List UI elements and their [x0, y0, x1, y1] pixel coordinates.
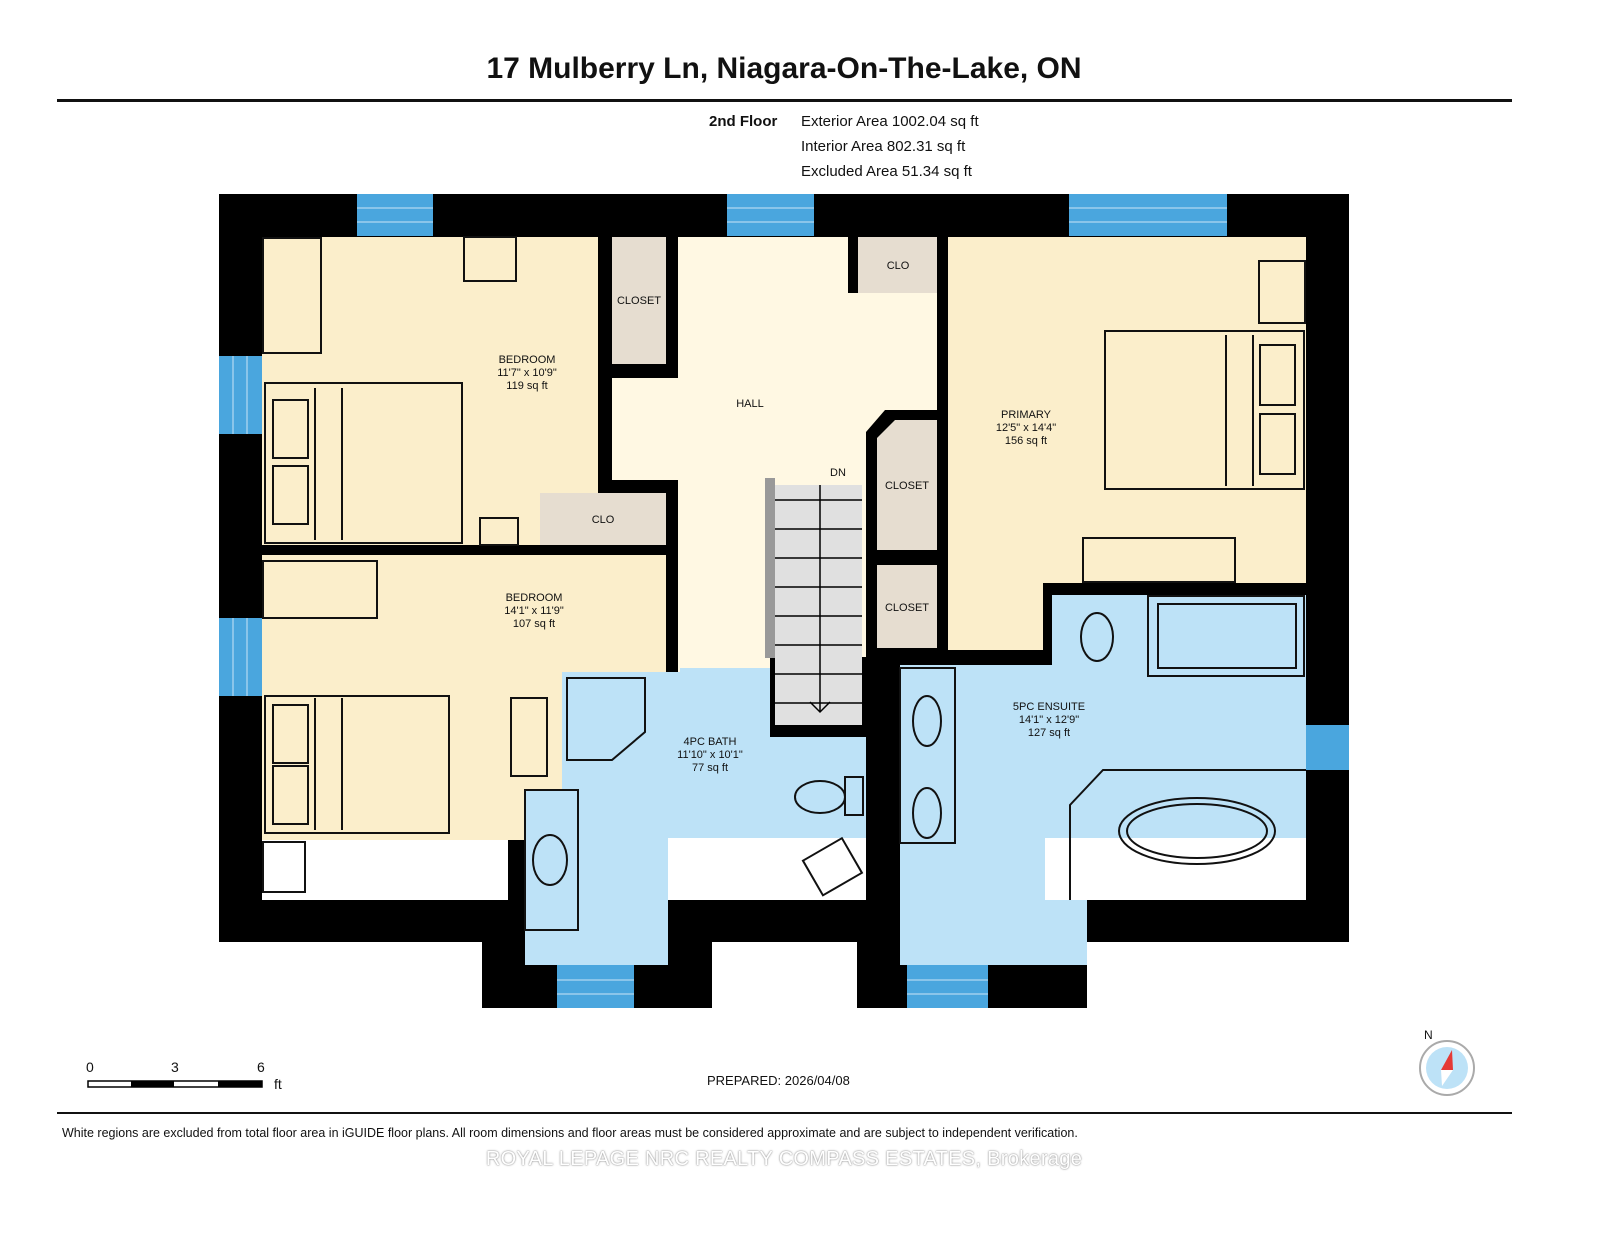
compass-icon [1419, 1040, 1475, 1096]
closet-right-2-label: CLOSET [885, 602, 929, 614]
clo-mid-label: CLO [592, 514, 615, 526]
bedroom-2-area: 107 sq ft [513, 618, 555, 630]
bedroom-2-excluded [262, 840, 508, 900]
prepared-date: PREPARED: 2026/04/08 [707, 1073, 850, 1088]
bedroom-2-dims: 14'1" x 11'9" [504, 605, 564, 617]
closet-right-2 [877, 565, 937, 648]
4pc-bath-name: 4PC BATH [684, 736, 737, 748]
furniture [262, 236, 1306, 931]
interior-area: Interior Area 802.31 sq ft [801, 138, 966, 155]
bedroom-1-area: 119 sq ft [506, 380, 547, 392]
compass-north-label: N [1424, 1028, 1433, 1042]
stairs [775, 485, 862, 725]
title-divider [57, 99, 1512, 102]
primary-name: PRIMARY [1001, 409, 1052, 421]
ensuite-name: 5PC ENSUITE [1013, 701, 1085, 713]
ensuite-dims: 14'1" x 12'9" [1019, 714, 1079, 726]
scale-tick-3: 3 [171, 1059, 179, 1075]
brokerage-watermark: ROYAL LEPAGE NRC REALTY COMPASS ESTATES,… [485, 1148, 1083, 1170]
clo-top-label: CLO [887, 260, 910, 272]
disclaimer: White regions are excluded from total fl… [62, 1126, 1078, 1140]
bedroom-1-name: BEDROOM [499, 354, 556, 366]
stair-treads [775, 485, 862, 714]
closet-1 [612, 237, 666, 364]
4pc-bath-excluded [668, 838, 866, 900]
closet-1-label: CLOSET [617, 295, 661, 307]
stair-rail [765, 478, 775, 658]
closet-right-1-label: CLOSET [885, 480, 929, 492]
primary-dims: 12'5" x 14'4" [996, 422, 1056, 434]
exterior-area: Exterior Area 1002.04 sq ft [801, 113, 979, 130]
hall-label: HALL [736, 398, 764, 410]
excluded-area: Excluded Area 51.34 sq ft [801, 163, 972, 180]
bedroom-2-name: BEDROOM [506, 592, 563, 604]
primary-area: 156 sq ft [1005, 435, 1047, 447]
scale-bar [87, 1080, 263, 1088]
stairs-down-label: DN [830, 467, 846, 479]
windows [219, 194, 1349, 1008]
floor-label: 2nd Floor [709, 113, 778, 130]
bedroom-1-dims: 11'7" x 10'9" [497, 367, 557, 379]
clo-mid [540, 493, 666, 545]
page-title: 17 Mulberry Ln, Niagara-On-The-Lake, ON [486, 52, 1082, 85]
4pc-bath-area: 77 sq ft [692, 762, 728, 774]
4pc-bath-dims: 11'10" x 10'1" [677, 749, 743, 761]
primary-bedroom [948, 237, 1306, 650]
ensuite-excluded [1045, 838, 1306, 900]
ensuite-area: 127 sq ft [1028, 727, 1070, 739]
closet-right-1 [877, 420, 937, 550]
scale-unit: ft [274, 1076, 282, 1092]
scale-tick-0: 0 [86, 1059, 94, 1075]
clo-top [858, 237, 937, 293]
footer-divider [57, 1112, 1512, 1114]
scale-tick-6: 6 [257, 1059, 265, 1075]
